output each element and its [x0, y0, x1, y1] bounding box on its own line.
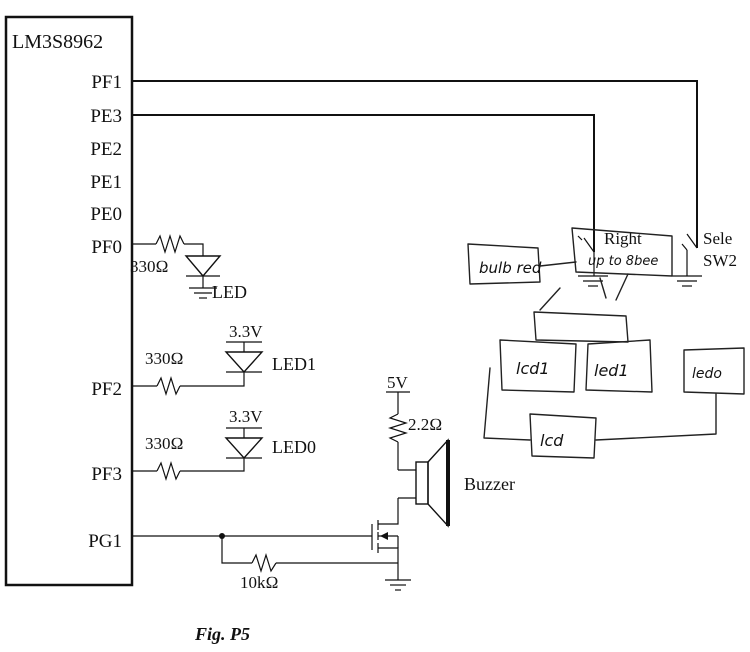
switch-select-label: Sele [703, 229, 732, 248]
box-lcd [529, 413, 597, 459]
switch-wires [132, 80, 698, 252]
led1-diode [224, 351, 264, 374]
pf3-led0-circuit: 330Ω 3.3V LED0 [132, 407, 316, 482]
buzzer-supply-voltage: 5V [387, 373, 409, 392]
note-bulb-red: bulb red [479, 259, 542, 277]
pin-label-pf0: PF0 [91, 237, 122, 258]
resistor-buzzer-value: 2.2Ω [408, 415, 442, 434]
resistor-pf3-value: 330Ω [145, 434, 184, 453]
note-lcd: lcd [540, 431, 564, 450]
pin-label-pf1: PF1 [91, 72, 122, 93]
led0-diode [224, 437, 264, 460]
box-ledo [683, 347, 745, 395]
note-ledo: ledo [692, 366, 722, 382]
chip-name: LM3S8962 [12, 31, 103, 53]
pf0-led-circuit: 330Ω LED [130, 233, 247, 302]
note-led1: led1 [594, 361, 629, 380]
figure-caption: Fig. P5 [194, 624, 250, 644]
pin-label-pe0: PE0 [90, 204, 122, 225]
resistor-pf0 [155, 233, 185, 255]
resistor-pf2 [156, 375, 181, 397]
box-connector [533, 311, 629, 343]
note-lcd1: lcd1 [516, 359, 550, 378]
switch-select-sub: SW2 [703, 251, 737, 270]
box-bulb-red [467, 243, 541, 285]
pin-label-pf2: PF2 [91, 379, 122, 400]
note-scribble: up to 8bee [588, 254, 658, 269]
pin-label-pe2: PE2 [90, 139, 122, 160]
switch-select: Sele SW2 [672, 229, 737, 287]
led1-label: LED1 [272, 354, 316, 374]
resistor-buzzer [387, 413, 409, 443]
pin-label-pe3: PE3 [90, 106, 122, 127]
handwritten-sketch: bulb red up to 8bee lcd1 led1 ledo lcd [467, 227, 745, 459]
microcontroller-block: LM3S8962 PF1 PE3 PE2 PE1 PE0 PF0 PF2 PF3… [4, 15, 134, 587]
pin-label-pe1: PE1 [90, 172, 122, 193]
box-scribble [571, 227, 673, 277]
buzzer-circuit: 10kΩ 5V 2.2Ω Buzzer [132, 373, 515, 592]
buzzer-body [415, 461, 429, 505]
buzzer-cone [427, 438, 449, 528]
box-led1-note [585, 339, 653, 393]
switch-right-label: Right [604, 229, 642, 248]
pf2-led1-circuit: 330Ω 3.3V LED1 [132, 322, 316, 397]
led1-voltage: 3.3V [229, 322, 263, 341]
led-label: LED [212, 282, 247, 302]
resistor-pf2-value: 330Ω [145, 349, 184, 368]
resistor-gate [251, 552, 277, 574]
switch-right: Right [577, 229, 642, 287]
resistor-pf3 [156, 460, 181, 482]
resistor-gate-value: 10kΩ [240, 573, 279, 592]
pin-label-pf3: PF3 [91, 464, 122, 485]
led-diode-pf0 [184, 255, 222, 278]
led0-voltage: 3.3V [229, 407, 263, 426]
buzzer-label: Buzzer [464, 474, 515, 494]
box-lcd1 [499, 339, 577, 393]
pin-label-pg1: PG1 [88, 531, 122, 552]
resistor-pf0-value: 330Ω [130, 257, 169, 276]
led0-label: LED0 [272, 437, 316, 457]
